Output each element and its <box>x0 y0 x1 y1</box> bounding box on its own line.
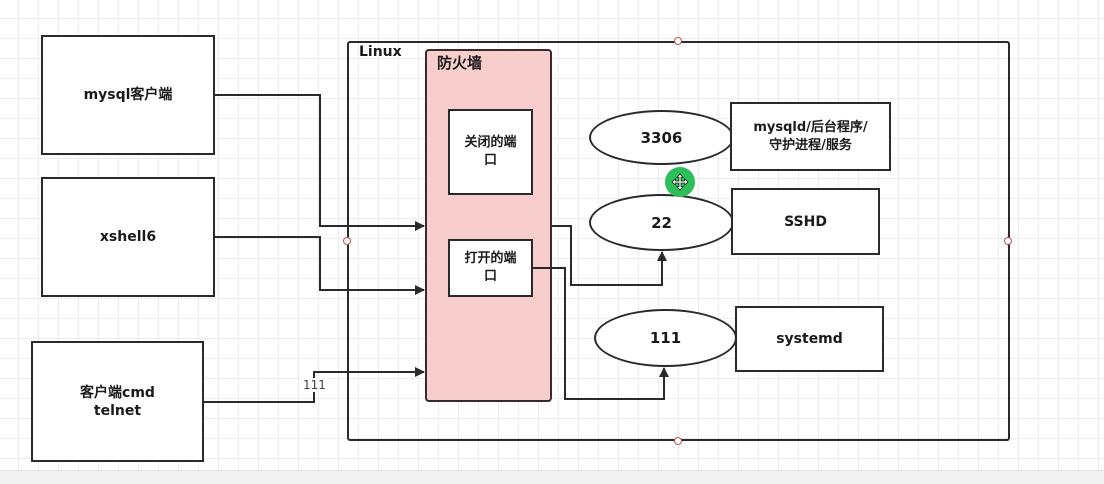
firewall-to-port-22-connector[interactable] <box>552 225 667 286</box>
open-port-to-port-111-connector[interactable] <box>533 267 669 400</box>
cmd-client-label-line1: 客户端cmd <box>80 384 155 401</box>
linux-label: Linux <box>359 44 402 60</box>
systemd-service-label: systemd <box>776 331 843 347</box>
xshell-to-firewall-connector[interactable] <box>215 236 425 295</box>
port-111-label: 111 <box>649 329 682 347</box>
port-22-ellipse[interactable]: 22 <box>589 194 734 251</box>
resize-handle-top[interactable] <box>674 37 682 45</box>
mysql-client-label: mysql客户端 <box>83 87 173 103</box>
closed-port-label-line2: 口 <box>483 153 497 168</box>
resize-handle-left[interactable] <box>343 237 351 245</box>
xshell-client-box[interactable]: xshell6 <box>41 177 215 297</box>
resize-handle-right[interactable] <box>1004 237 1012 245</box>
mysqld-service-label-line1: mysqld/后台程序/ <box>753 119 868 135</box>
port-3306-ellipse[interactable]: 3306 <box>589 110 734 165</box>
mysqld-service-box[interactable]: mysqld/后台程序/ 守护进程/服务 <box>730 102 891 171</box>
sshd-service-box[interactable]: SSHD <box>731 188 880 255</box>
cmd-client-box[interactable]: 客户端cmd telnet <box>31 341 204 462</box>
open-port-label-line1: 打开的端 <box>464 251 517 266</box>
move-arrows-icon <box>671 173 689 191</box>
sshd-service-label: SSHD <box>784 213 827 230</box>
closed-port-box[interactable]: 关闭的端 口 <box>448 109 533 195</box>
move-cursor-icon[interactable] <box>665 167 695 197</box>
port-22-label: 22 <box>651 213 672 232</box>
mysqld-service-label-line2: 守护进程/服务 <box>769 137 852 153</box>
resize-handle-bottom[interactable] <box>674 437 682 445</box>
open-port-label-line2: 口 <box>483 269 497 284</box>
xshell-client-label: xshell6 <box>99 229 157 245</box>
port-111-ellipse[interactable]: 111 <box>594 309 737 367</box>
cmd-client-label-line2: telnet <box>93 402 142 419</box>
open-port-box[interactable]: 打开的端 口 <box>448 239 533 297</box>
connector-label: 111 <box>301 378 328 392</box>
mysql-client-box[interactable]: mysql客户端 <box>41 35 215 155</box>
closed-port-label-line1: 关闭的端 <box>464 135 517 150</box>
port-3306-label: 3306 <box>640 128 683 147</box>
firewall-container[interactable] <box>425 49 552 402</box>
bottom-scroll-bar[interactable] <box>0 470 1104 484</box>
firewall-label: 防火墙 <box>437 54 483 72</box>
systemd-service-box[interactable]: systemd <box>735 306 884 372</box>
mysql-to-firewall-connector[interactable] <box>215 94 425 231</box>
